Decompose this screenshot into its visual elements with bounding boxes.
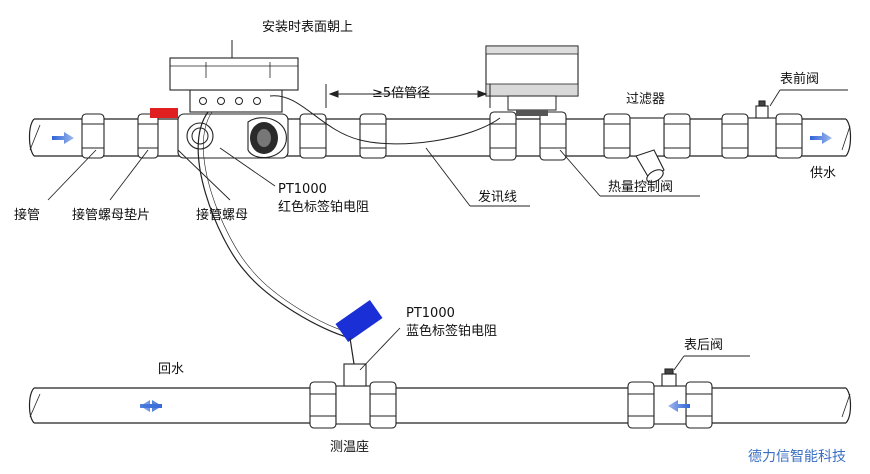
dimension-line [325, 84, 491, 108]
dimension-arrow-icon [477, 90, 488, 98]
connecting-pipe-label: 接管 [14, 208, 41, 223]
supply-fittings [81, 111, 803, 161]
sensor-cable [197, 111, 351, 339]
pt1000-red-line1: PT1000 [278, 182, 327, 197]
temp-seat-label: 测温座 [330, 440, 370, 455]
control-valve-label: 热量控制阀 [608, 180, 674, 195]
signal-wire-label: 发讯线 [478, 190, 518, 205]
pt1000-blue-line2: 蓝色标签铂电阻 [406, 324, 498, 339]
supply-pipe [28, 118, 852, 157]
pipe-diameter-label: ≥5倍管径 [372, 86, 431, 101]
blue-tag-sensor [335, 299, 383, 365]
flow-arrow-icon [52, 132, 832, 144]
filter-body [629, 117, 665, 183]
filter-label: 过滤器 [626, 92, 666, 107]
front-valve [747, 100, 777, 157]
brand-watermark: 德力信智能科技 [748, 449, 846, 465]
nut-label: 接管螺母 [196, 208, 249, 223]
return-water-label: 回水 [158, 362, 185, 377]
leader-lines [47, 89, 848, 371]
heat-control-valve [485, 45, 579, 116]
install-note-label: 安装时表面朝上 [262, 20, 354, 35]
signal-wire [269, 95, 501, 145]
red-tag [150, 108, 178, 118]
heat-meter [150, 57, 299, 159]
nut-gasket-label: 接管螺母垫片 [72, 208, 151, 223]
supply-water-label: 供水 [810, 166, 837, 181]
pt1000-red-line2: 红色标签铂电阻 [278, 200, 370, 215]
pipe-end-hatch [29, 124, 851, 418]
return-fittings [309, 363, 713, 429]
rear-valve-label: 表后阀 [684, 338, 724, 353]
pt1000-blue-line1: PT1000 [406, 306, 455, 321]
front-valve-label: 表前阀 [780, 72, 820, 87]
dimension-arrow-icon [328, 90, 339, 98]
flow-arrow-icon [140, 400, 690, 412]
